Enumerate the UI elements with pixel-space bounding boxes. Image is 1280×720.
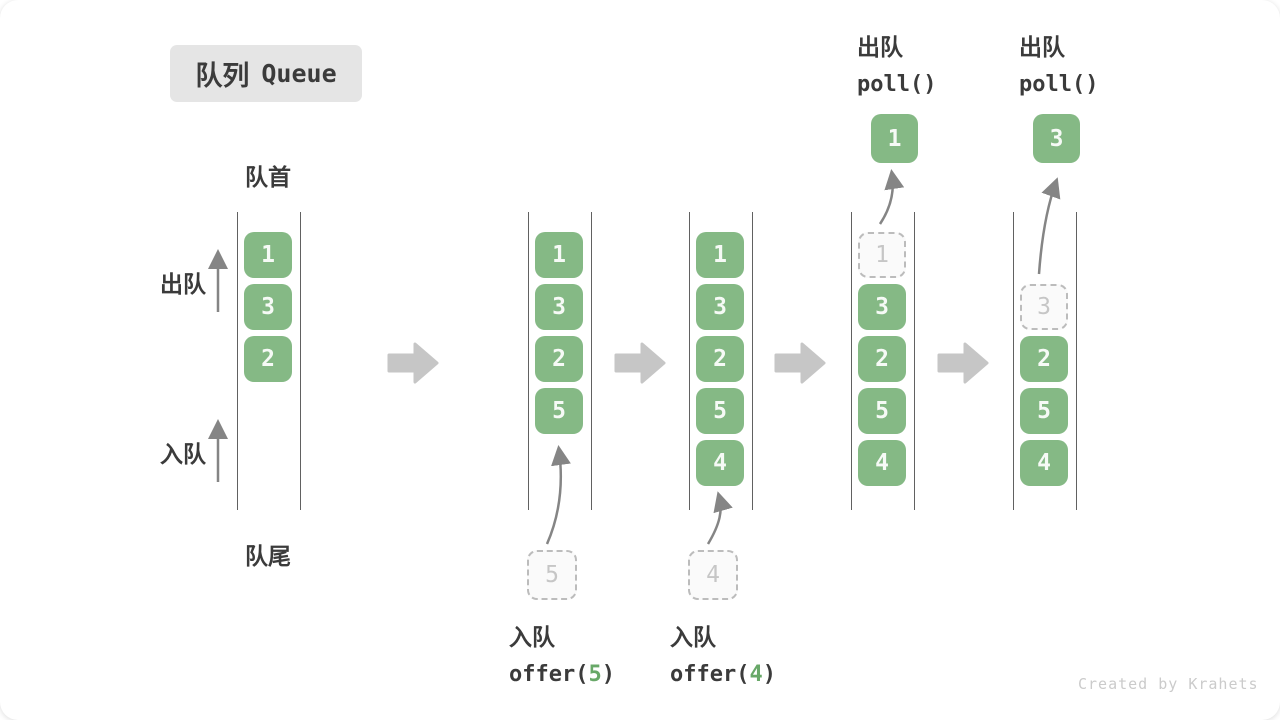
title-badge: 队列 Queue [170, 45, 362, 102]
code-arg: 4 [749, 662, 763, 687]
pending-item-box: 4 [688, 550, 738, 600]
dequeue-caption: 出队 poll() [857, 28, 936, 97]
queue-item-box: 3 [244, 284, 292, 330]
queue-item-dashed: 1 [858, 232, 906, 278]
dequeue-caption-code: poll() [1019, 72, 1099, 97]
step-arrow-icon [774, 342, 826, 384]
queue-item-box: 3 [535, 284, 583, 330]
queue-item-box: 5 [858, 388, 906, 434]
queue-item-box: 5 [1020, 388, 1068, 434]
enqueue-caption-code: offer(5) [509, 662, 615, 687]
code-suffix: ) [762, 662, 776, 687]
pending-item-box: 5 [527, 550, 577, 600]
title-zh: 队列 [195, 61, 250, 91]
queue-rear-label: 队尾 [245, 543, 291, 569]
queue-item-box: 5 [535, 388, 583, 434]
dequeue-caption-zh: 出队 [857, 34, 903, 60]
queue-item-box: 4 [696, 440, 744, 486]
queue-item-box: 2 [696, 336, 744, 382]
enqueue-caption: 入队 offer(5) [509, 618, 615, 687]
queue-item-box: 2 [535, 336, 583, 382]
queue-walls [528, 212, 592, 510]
queue-item-box: 4 [858, 440, 906, 486]
enqueue-caption: 入队 offer(4) [670, 618, 776, 687]
popped-item-box: 3 [1033, 114, 1080, 163]
queue-walls [237, 212, 301, 510]
queue-item-box: 2 [244, 336, 292, 382]
watermark: Created by Krahets [1078, 675, 1259, 693]
enqueue-side-label: 入队 [160, 441, 206, 467]
dequeue-caption-zh: 出队 [1019, 34, 1065, 60]
dequeue-side-label: 出队 [160, 271, 206, 297]
queue-walls [1013, 212, 1077, 510]
queue-item-box: 3 [696, 284, 744, 330]
code-suffix: ) [601, 662, 615, 687]
dequeue-caption: 出队 poll() [1019, 28, 1098, 97]
enqueue-caption-code: offer(4) [670, 662, 776, 687]
dequeue-caption-code: poll() [857, 72, 937, 97]
code-arg: 5 [588, 662, 602, 687]
enqueue-caption-zh: 入队 [670, 624, 716, 650]
queue-item-box: 2 [858, 336, 906, 382]
queue-front-label: 队首 [245, 164, 291, 190]
popped-item-box: 1 [871, 114, 918, 163]
enqueue-caption-zh: 入队 [509, 624, 555, 650]
step-arrow-icon [614, 342, 666, 384]
step-arrow-icon [387, 342, 439, 384]
title-en: Queue [261, 59, 337, 88]
code-prefix: offer( [670, 662, 750, 687]
queue-item-box: 1 [696, 232, 744, 278]
queue-item-dashed: 3 [1020, 284, 1068, 330]
queue-item-box: 3 [858, 284, 906, 330]
queue-item-box: 4 [1020, 440, 1068, 486]
queue-item-box: 5 [696, 388, 744, 434]
queue-walls [689, 212, 753, 510]
code-prefix: offer( [509, 662, 589, 687]
queue-item-box: 1 [535, 232, 583, 278]
step-arrow-icon [937, 342, 989, 384]
queue-item-box: 2 [1020, 336, 1068, 382]
queue-item-box: 1 [244, 232, 292, 278]
queue-walls [851, 212, 915, 510]
